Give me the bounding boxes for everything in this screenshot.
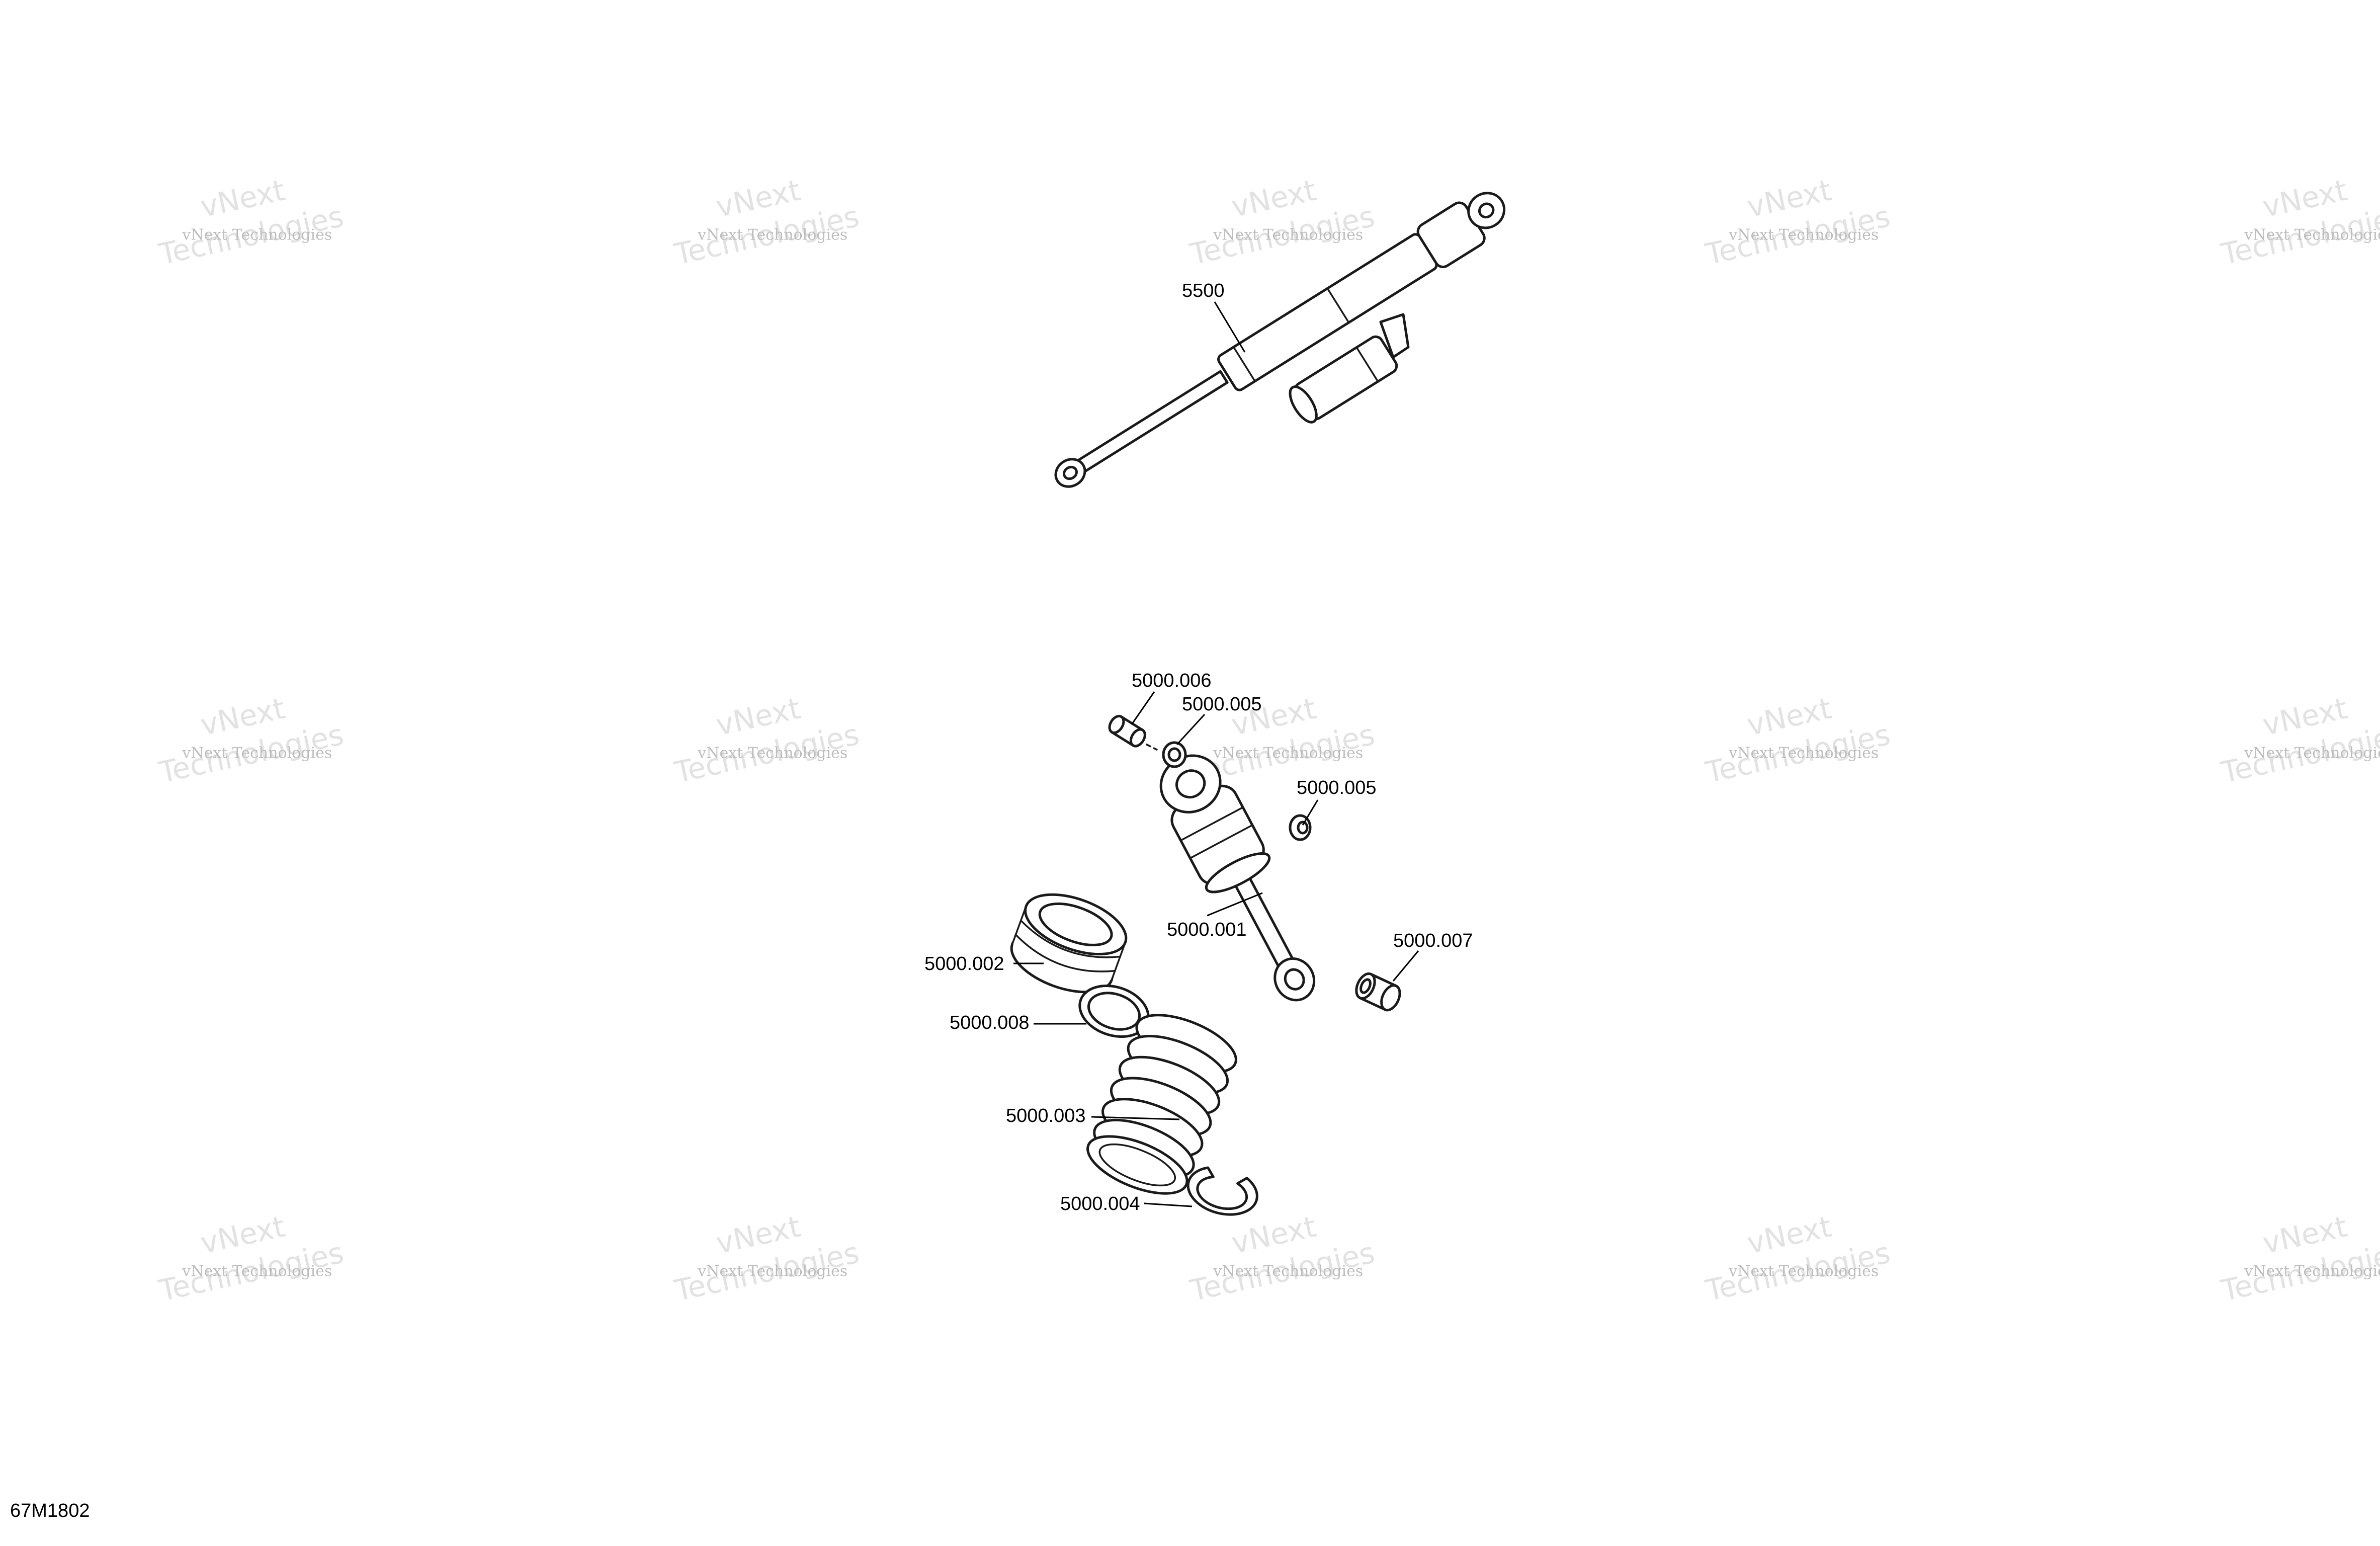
watermark-text-small: vNext Technologies xyxy=(697,226,847,243)
callout-5000-008: 5000.008 xyxy=(950,1012,1030,1033)
steering-damper-drawing xyxy=(1054,192,1506,488)
coil-spring-drawing xyxy=(1086,1014,1237,1195)
callout-5000-005-side: 5000.005 xyxy=(1297,777,1377,798)
callout-5000-005-top: 5000.005 xyxy=(1182,694,1262,715)
watermark-text-small: vNext Technologies xyxy=(2244,744,2380,762)
callout-5000-002: 5000.002 xyxy=(924,953,1004,974)
watermark-text-small: vNext Technologies xyxy=(1213,226,1363,243)
bushing-lower-drawing xyxy=(1355,972,1401,1012)
watermark-text-small: vNext Technologies xyxy=(182,226,332,243)
watermark-text-small: vNext Technologies xyxy=(697,1262,847,1280)
figure-id: 67M1802 xyxy=(10,1500,90,1521)
callout-5000-007: 5000.007 xyxy=(1393,930,1473,951)
watermark-text-small: vNext Technologies xyxy=(1213,1262,1363,1280)
spacer-ring-drawing xyxy=(1078,984,1150,1038)
watermark-text-small: vNext Technologies xyxy=(182,1262,332,1280)
shock-absorber-drawing xyxy=(1159,754,1316,1002)
watermark-text-small: vNext Technologies xyxy=(1728,744,1879,762)
spring-seat-upper-drawing xyxy=(1010,893,1128,994)
callout-5000-001: 5000.001 xyxy=(1167,919,1247,940)
callout-5000-006: 5000.006 xyxy=(1132,670,1212,691)
watermark-text-small: vNext Technologies xyxy=(1728,226,1879,243)
watermark-text-small: vNext Technologies xyxy=(697,744,847,762)
leader-lines xyxy=(1013,301,1419,1207)
watermark-text-small: vNext Technologies xyxy=(1213,744,1363,762)
ring-top-drawing xyxy=(1162,741,1187,768)
callout-5000-004: 5000.004 xyxy=(1060,1193,1140,1214)
spring-retainer-drawing xyxy=(1186,1166,1258,1216)
watermark-text-small: vNext Technologies xyxy=(2244,1262,2380,1280)
callout-labels: 5500 5000.006 5000.005 5000.005 5000.001… xyxy=(924,280,1473,1214)
watermark-text-small: vNext Technologies xyxy=(182,744,332,762)
watermark-text-small: vNext Technologies xyxy=(2244,226,2380,243)
callout-5000-003: 5000.003 xyxy=(1006,1105,1086,1126)
callout-5500: 5500 xyxy=(1182,280,1225,301)
watermark-text-small: vNext Technologies xyxy=(1728,1262,1879,1280)
sleeve-drawing xyxy=(1108,714,1146,748)
